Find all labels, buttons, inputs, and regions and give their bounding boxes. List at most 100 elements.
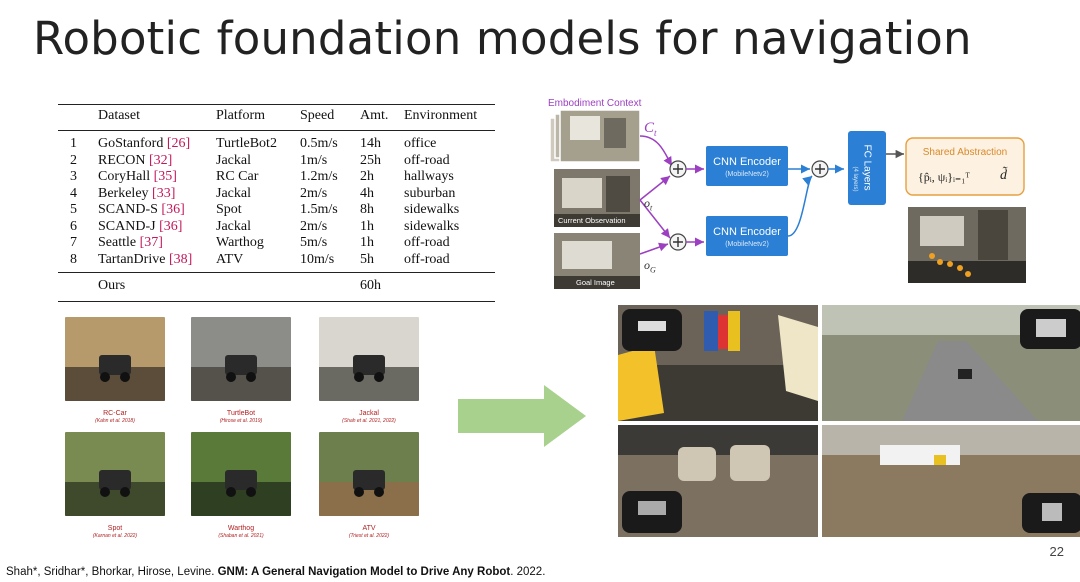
slide-title: Robotic foundation models for navigation (33, 12, 972, 65)
current-observation-label: Current Observation (558, 216, 626, 225)
citation-ref[interactable]: [37] (139, 235, 163, 250)
cell-environment: office (404, 136, 437, 151)
cnn-encoder-bottom (706, 216, 788, 256)
robot-citation: (Triest et al. 2022) (348, 533, 390, 539)
robot-camera-grid (618, 305, 1080, 537)
cell-amount: 8h (360, 202, 374, 217)
cell-dataset: RECON [32] (94, 153, 212, 170)
cell-index: 4 (70, 185, 77, 201)
cell-dataset: Ours (94, 272, 212, 302)
cell-index: 1 (70, 136, 77, 151)
embodiment-context-label: Embodiment Context (548, 98, 642, 109)
robot-name: Jackal (359, 410, 379, 417)
robot-photo-card: ATV (Triest et al. 2022) (319, 432, 419, 539)
cell-dataset: SCAND-J [36] (94, 219, 212, 236)
dataset-name: Berkeley (98, 185, 149, 201)
col-header-speed: Speed (296, 104, 356, 131)
fc-layers-block (848, 131, 886, 205)
robot-photo-card: Jackal (Shah et al. 2021, 2022) (319, 317, 419, 424)
robot-photo-card: Spot (Karnan et al. 2022) (65, 432, 165, 539)
dataset-name: SCAND-S (98, 202, 158, 217)
robot-citation: (Hirose et al. 2019) (219, 418, 263, 424)
cell-index: 7 (70, 235, 77, 250)
robot-photo (319, 432, 419, 516)
cell-speed: 1.5m/s (300, 202, 338, 217)
robot-name: ATV (362, 525, 376, 532)
context-symbol: Ct (644, 120, 657, 138)
cell-platform: TurtleBot2 (216, 136, 277, 151)
cell-dataset: GoStanford [26] (94, 131, 212, 153)
architecture-svg (549, 109, 1026, 289)
cell-environment: sidewalks (404, 218, 460, 234)
cell-index: 5 (70, 202, 77, 217)
cell-environment: off-road (404, 251, 450, 267)
current-obs-symbol: ot (644, 196, 653, 213)
encoder-top-title: CNN Encoder (713, 156, 781, 168)
waypoint-formula: {p̂ᵢ, ψᵢ}ᵢ₌₁ᵀ (918, 170, 970, 184)
cell-environment: sidewalks (404, 202, 460, 217)
cell-environment: off-road (404, 235, 450, 250)
citation-footer: Shah*, Sridhar*, Bhorkar, Hirose, Levine… (6, 566, 546, 578)
concat-node-bottom (669, 233, 687, 251)
robot-photo-card: RC-Car (Kahn et al. 2018) (65, 317, 165, 424)
citation-ref[interactable]: [36] (161, 202, 185, 217)
concat-node-top (669, 160, 687, 178)
robot-name: TurtleBot (226, 410, 256, 417)
embodiment-context-images (549, 109, 641, 163)
col-header-dataset: Dataset (94, 104, 212, 131)
citation-ref[interactable]: [26] (166, 136, 191, 151)
col-header-environment: Environment (400, 104, 495, 131)
cell-amount: 2h (360, 169, 374, 184)
camera-view-lobby (618, 425, 818, 537)
cell-platform: ATV (216, 251, 244, 267)
citation-ref[interactable]: [33] (152, 185, 176, 201)
robot-photo (65, 317, 165, 401)
citation-ref[interactable]: [36] (159, 218, 183, 234)
camera-view-office (822, 425, 1080, 537)
cell-platform: Jackal (216, 152, 251, 168)
dataset-name: SCAND-J (98, 218, 156, 234)
col-header-index (58, 104, 94, 131)
cell-speed: 1.2m/s (300, 169, 338, 184)
dataset-name: GoStanford (98, 136, 164, 151)
cell-platform: RC Car (216, 169, 259, 184)
camera-view-drone (618, 305, 818, 421)
cell-dataset: Berkeley [33] (94, 186, 212, 203)
table-total-row: Ours 60h (58, 272, 495, 302)
cell-amount: 60h (356, 272, 400, 302)
robot-name: Spot (107, 525, 123, 532)
table-header-row: Dataset Platform Speed Amt. Environment (58, 104, 495, 131)
cell-speed: 0.5m/s (300, 136, 338, 151)
robot-photo-card: Warthog (Shaban et al. 2021) (191, 432, 291, 539)
citation-ref[interactable]: [32] (148, 152, 173, 168)
col-header-amt: Amt. (356, 104, 400, 131)
cell-amount: 4h (360, 185, 374, 201)
robot-photo-card: TurtleBot (Hirose et al. 2019) (191, 317, 291, 424)
page-number: 22 (1049, 544, 1064, 559)
cell-platform: Warthog (216, 235, 264, 250)
output-trajectory-image (908, 207, 1026, 283)
cell-environment: hallways (404, 169, 454, 184)
robot-photo (191, 432, 291, 516)
cell-amount: 1h (360, 218, 374, 234)
citation-ref[interactable]: [35] (153, 169, 177, 184)
cell-amount: 14h (360, 136, 381, 151)
fc-layers-sub: (4 layers) (852, 166, 858, 192)
table-row: 1 GoStanford [26] TurtleBot2 0.5m/s 14h offic… (58, 131, 495, 153)
robot-citation: (Kahn et al. 2018) (95, 418, 135, 424)
concat-node-right (811, 160, 829, 178)
cell-speed: 5m/s (300, 235, 328, 250)
cell-speed: 1m/s (300, 152, 328, 168)
cell-speed: 2m/s (300, 218, 328, 234)
cell-amount: 5h (360, 251, 374, 267)
goal-image (554, 233, 640, 289)
encoder-top-sub: (MobileNetv2) (725, 171, 769, 178)
dataset-name: RECON (98, 152, 146, 168)
cell-environment: suburban (404, 185, 456, 201)
citation-ref[interactable]: [38] (168, 251, 193, 267)
